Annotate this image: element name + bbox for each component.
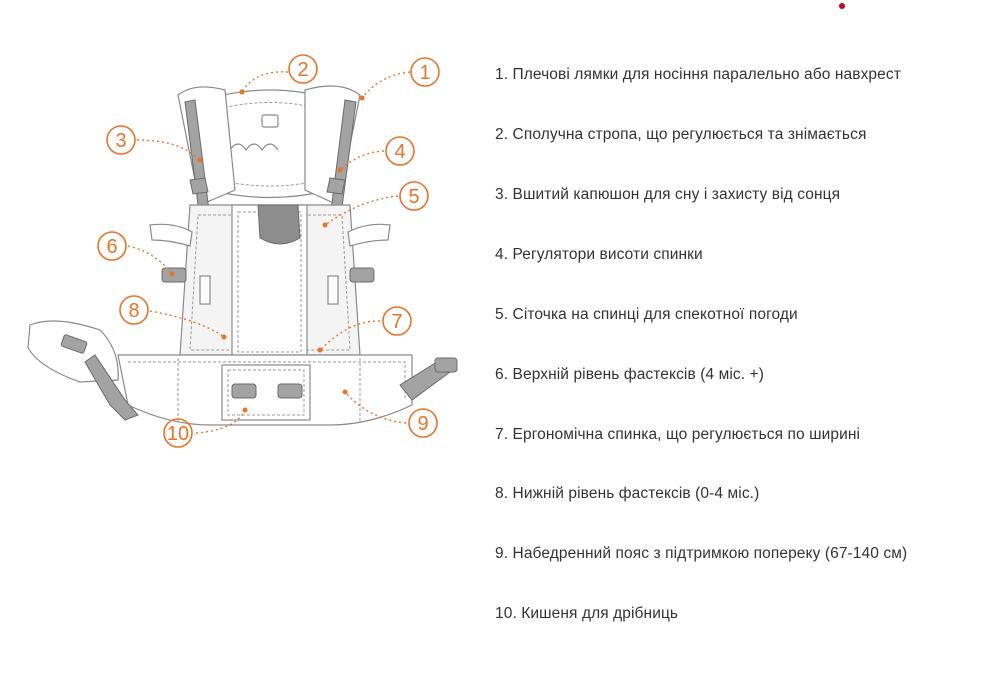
callout-1-label: 1 <box>419 62 430 84</box>
callout-9: 9 <box>408 408 438 438</box>
callout-9-label: 9 <box>417 413 428 435</box>
callout-7: 7 <box>382 306 412 336</box>
callout-1: 1 <box>410 57 440 87</box>
legend-item-4: 4. Регулятори висоти спинки <box>495 246 703 263</box>
legend-item-2: 2. Сполучна стропа, що регулюється та зн… <box>495 126 867 143</box>
legend-item-8: 8. Нижній рівень фастексів (0-4 міс.) <box>495 485 760 502</box>
legend-item-1: 1. Плечові лямки для носіння паралельно … <box>495 66 901 83</box>
callout-2: 2 <box>288 54 318 84</box>
legend-item-6: 6. Верхній рівень фастексів (4 міс. +) <box>495 366 764 383</box>
callout-3-label: 3 <box>115 130 126 152</box>
leader-lines <box>127 71 411 434</box>
callout-4-label: 4 <box>394 141 405 163</box>
baby-carrier-diagram: 1 2 3 4 5 6 7 8 9 10 <box>27 54 458 448</box>
legend-item-7: 7. Ергономічна спинка, що регулюється по… <box>495 426 861 443</box>
legend-item-9: 9. Набедренний пояс з підтримкою поперек… <box>495 545 908 562</box>
callout-4: 4 <box>385 136 415 166</box>
callout-5-label: 5 <box>408 186 419 208</box>
legend-item-5: 5. Сіточка на спинці для спекотної погод… <box>495 306 798 323</box>
callout-6-label: 6 <box>106 236 117 258</box>
legend-item-10: 10. Кишеня для дрібниць <box>495 605 679 622</box>
carrier-illustration <box>27 85 458 426</box>
callout-3: 3 <box>106 125 136 155</box>
callout-5: 5 <box>399 181 429 211</box>
features-legend: 1. Плечові лямки для носіння паралельно … <box>495 0 995 691</box>
callout-6: 6 <box>97 231 127 261</box>
red-marker-dot <box>839 3 845 9</box>
callout-10-label: 10 <box>167 423 189 445</box>
callout-10: 10 <box>163 418 193 448</box>
callout-8-label: 8 <box>128 300 139 322</box>
callout-7-label: 7 <box>391 311 402 333</box>
legend-item-3: 3. Вшитий капюшон для сну і захисту від … <box>495 186 841 203</box>
callout-2-label: 2 <box>297 59 308 81</box>
callout-8: 8 <box>119 295 149 325</box>
